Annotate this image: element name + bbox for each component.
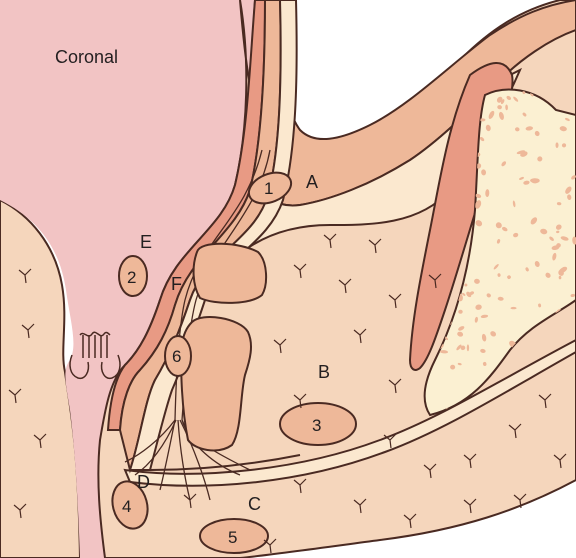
label-4: 4	[122, 497, 131, 516]
puborectalis-upper-blob	[194, 244, 267, 303]
label-6: 6	[172, 347, 181, 366]
label-1: 1	[264, 179, 273, 198]
label-2: 2	[127, 268, 136, 287]
label-3: 3	[312, 416, 321, 435]
label-A: A	[306, 172, 318, 192]
label-B: B	[318, 362, 330, 382]
label-C: C	[248, 494, 261, 514]
label-E: E	[140, 232, 152, 252]
label-D: D	[137, 472, 150, 492]
label-F: F	[171, 274, 182, 294]
label-5: 5	[228, 528, 237, 547]
title-label: Coronal	[55, 47, 118, 67]
bone-pore	[511, 307, 517, 309]
